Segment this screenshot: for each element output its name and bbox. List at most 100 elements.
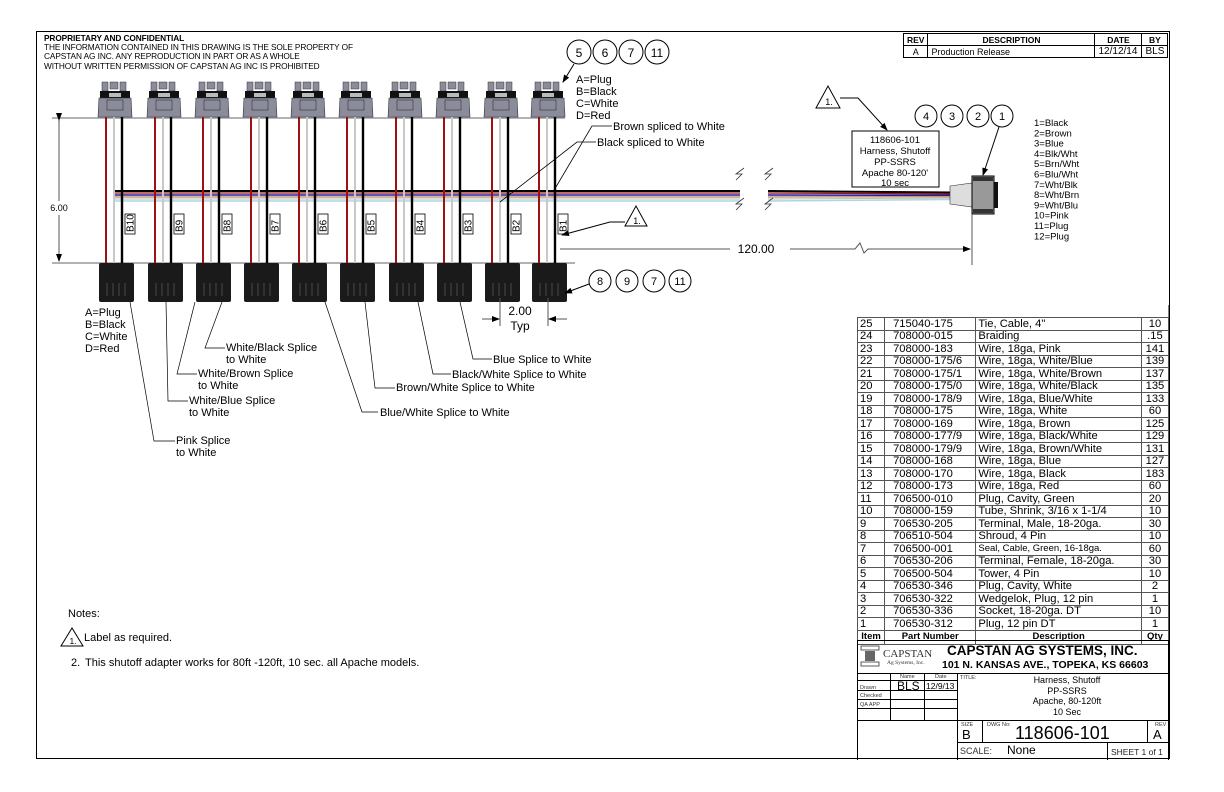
branch-b2: B2 — [483, 81, 523, 302]
connector-tower-window — [539, 99, 557, 111]
bom-item-cell: 15 — [856, 442, 886, 456]
connector-tower-pin — [391, 81, 399, 92]
balloon-7: 7 — [651, 276, 657, 288]
bom-item-cell: 5 — [856, 567, 886, 581]
branch-label: B4 — [416, 219, 427, 232]
proprietary-line: THE INFORMATION CONTAINED IN THIS DRAWIN… — [44, 42, 353, 53]
connector-tower-pin — [101, 81, 109, 92]
bom-desc-cell: Terminal, Male, 18-20ga. — [975, 517, 1142, 531]
main-pin-legend-line: 8=Wht/Brn — [1034, 190, 1079, 201]
sheet-number: SHEET 1 of 1 — [1111, 747, 1163, 757]
revision-table: REV DESCRIPTION DATE BY A Production Rel… — [902, 33, 1169, 58]
bom-item-cell: 21 — [856, 367, 886, 381]
branch-b8: B8 — [194, 81, 234, 302]
branch-b4: B4 — [387, 81, 427, 302]
main-pin-legend-line: 5=Brn/Wht — [1034, 159, 1080, 170]
bom-qty-cell: 60 — [1140, 479, 1170, 493]
main-pin-legend-line: 1=Black — [1034, 118, 1068, 129]
title-block: CAPSTAN Ag Systems, Inc. CAPSTAN AG SYST… — [857, 640, 1169, 760]
bom-desc-cell: Wire, 18ga, White — [975, 404, 1142, 418]
company-name: CAPSTAN AG SYSTEMS, INC. — [947, 643, 1138, 658]
bom-desc-cell: Wire, 18ga, Brown/White — [975, 442, 1142, 456]
bom-part-cell: 708000-183 — [884, 342, 977, 356]
balloon-7: 7 — [628, 46, 635, 60]
white-blue-splice-callout-2: to White — [189, 407, 229, 419]
bom-item-cell: 1 — [856, 617, 886, 631]
connector-tower-body — [483, 97, 519, 118]
bom-item-cell: 8 — [856, 529, 886, 543]
branch-label-box — [124, 213, 136, 235]
branch-label: B2 — [512, 219, 523, 232]
bom-desc-cell: Wire, 18ga, Red — [975, 479, 1142, 493]
pink-splice-callout: Pink Splice — [176, 435, 230, 447]
break-symbol-left — [734, 167, 745, 211]
branch-label-box — [173, 213, 185, 235]
bom-item-cell: 4 — [856, 579, 886, 593]
bom-part-cell: 706530-206 — [884, 554, 977, 568]
note-flag-text: 1. — [633, 216, 641, 226]
connector-tower-pin — [505, 81, 513, 92]
connector-tower-pin — [457, 81, 465, 92]
name-column-label: Name — [900, 674, 915, 680]
connector-tower-body — [530, 97, 566, 118]
bom-desc-cell: Wire, 18ga, Blue/White — [975, 392, 1142, 406]
connector-tower-window — [444, 99, 462, 111]
branch-b6: B6 — [290, 81, 330, 302]
break-symbol-right — [763, 167, 774, 211]
trunk-wire — [767, 198, 953, 202]
bom-item-cell: 18 — [856, 404, 886, 418]
spacing-dimension-label: 2.00 — [508, 304, 532, 318]
connector-tower-window — [396, 99, 414, 111]
white-black-splice-callout: White/Black Splice — [226, 342, 317, 354]
black-splice-leader — [499, 141, 596, 203]
connector-tower-pin — [312, 81, 320, 92]
branch-label-box — [365, 213, 377, 235]
white-brown-splice-callout-2: to White — [198, 380, 238, 392]
bom-qty-cell: 131 — [1140, 442, 1170, 456]
note-1-text: Label as required. — [84, 632, 172, 644]
connector-shroud — [292, 263, 327, 302]
connector-tower-latch — [399, 93, 411, 97]
note-flag-text: 1. — [825, 97, 833, 107]
connector-tower-window — [251, 99, 269, 111]
connector-shroud — [244, 263, 279, 302]
connector-shroud — [196, 263, 231, 302]
connector-shroud — [437, 263, 472, 302]
bom-qty-cell: 2 — [1140, 579, 1170, 593]
dwg-no-label: DWG No: — [987, 722, 1011, 728]
balloon-8: 8 — [597, 276, 603, 288]
branch-label-box — [510, 213, 522, 235]
connector-tower-latch — [495, 93, 507, 97]
capstan-logo-icon — [860, 645, 880, 667]
connector-shroud — [99, 263, 134, 302]
length-dimension-line-right — [790, 242, 971, 254]
bom-qty-cell: 125 — [1140, 417, 1170, 431]
bom-item-cell: 16 — [856, 429, 886, 443]
bom-part-cell: 708000-177/9 — [884, 429, 977, 443]
balloon-3: 3 — [949, 111, 955, 123]
bom-desc-cell: Wire, 18ga, White/Black — [975, 379, 1142, 393]
logo-subtitle: Ag Systems, Inc. — [887, 660, 925, 666]
logo-name: CAPSTAN — [883, 648, 933, 660]
pin-legend-line: A=Plug — [85, 307, 121, 319]
bom-desc-cell: Wire, 18ga, Blue — [975, 454, 1142, 468]
bom-part-cell: 706530-322 — [884, 592, 977, 606]
bom-desc-cell: Plug, 12 pin DT — [975, 617, 1142, 631]
white-brown-splice-callout: White/Brown Splice — [198, 368, 293, 380]
bom-part-cell: 706530-205 — [884, 517, 977, 531]
connector-shroud — [485, 263, 520, 302]
drawing-border — [36, 31, 1170, 759]
harness-label-line: Harness, Shutoff — [860, 146, 931, 157]
connector-tower-pin — [216, 81, 224, 92]
bom-qty-cell: 1 — [1140, 617, 1170, 631]
connector-tower-window — [155, 99, 173, 111]
connector-tower-pin — [350, 81, 360, 90]
